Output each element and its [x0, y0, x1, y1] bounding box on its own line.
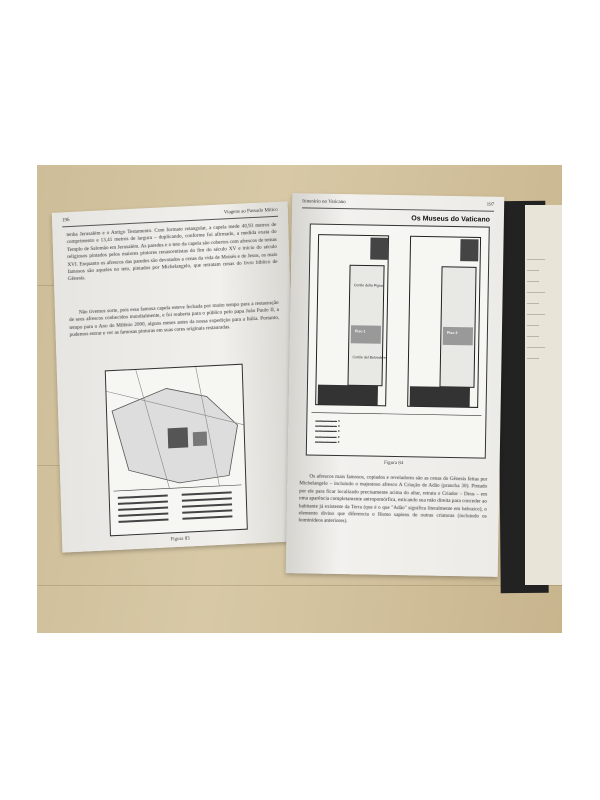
left-page: 196 Viagens ao Passado Mítico tenha Jeru… [51, 201, 299, 553]
map-label: Cortile della Pigna [353, 283, 383, 288]
vatican-map-illustration [106, 366, 244, 523]
map-label: Cortile del Belvedere [352, 355, 386, 360]
wood-grain [37, 585, 562, 586]
underlying-page-text: ———————————————————————— [527, 257, 545, 362]
right-page-header: Itinerário no Vaticano 197 [302, 199, 495, 212]
map-title: Os Museus do Vaticano [411, 215, 490, 224]
page-number: 196 [61, 217, 70, 224]
paragraph: tenha Jerusalém e o Antigo Testamento. C… [66, 221, 278, 283]
map-label: Piso 2 [446, 330, 458, 336]
page-number: 197 [486, 202, 495, 208]
photo-background-table: ———————————————————————— 196 Viagens ao … [37, 165, 562, 633]
museum-map-figure: Cortile della Pigna Piso 1 Piso 2 Cortil… [305, 223, 490, 459]
map-figure [104, 363, 248, 537]
museum-floorplan-illustration [311, 234, 482, 416]
right-page: Itinerário no Vaticano 197 Os Museus do … [285, 193, 505, 577]
running-header: Viagens ao Passado Mítico [223, 207, 278, 216]
figure-caption: Figura 84 [383, 460, 404, 467]
paragraph: Os afrescos mais famosos, copiados e rev… [298, 473, 488, 525]
paragraph: Não tivemos sorte, pois essa famosa cape… [69, 299, 280, 339]
map-legend: ▬▬▬▬▬▬ ●▬▬▬▬▬▬ ●▬▬▬▬▬▬ ●▬▬▬▬▬▬ ●▬▬▬▬▬▬ ● [314, 418, 341, 444]
running-header: Itinerário no Vaticano [302, 199, 346, 206]
underlying-page [525, 205, 562, 585]
map-label: Piso 1 [354, 329, 366, 334]
